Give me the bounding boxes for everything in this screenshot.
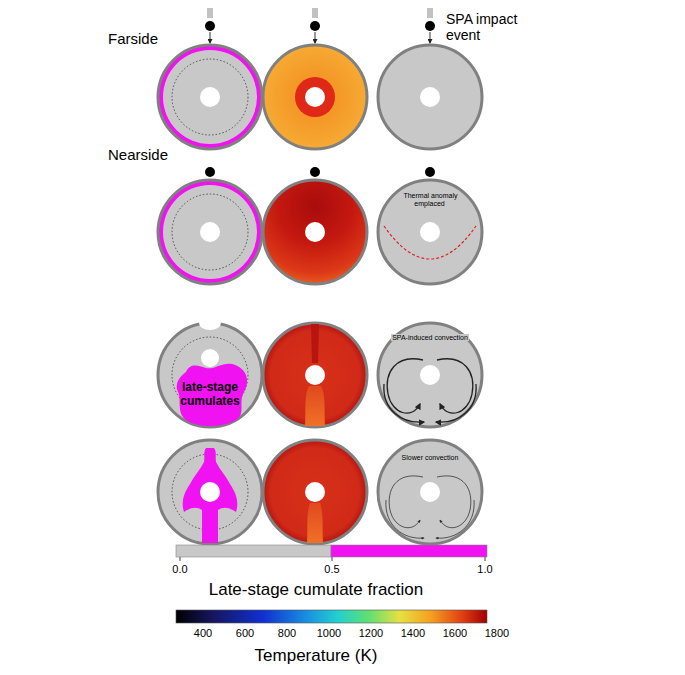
moon-cross-section — [158, 440, 482, 544]
side-label: Nearside — [108, 146, 168, 163]
side-label: Farside — [108, 30, 158, 47]
cross-section-region: Slower convection — [378, 440, 482, 544]
tick-label: 0.0 — [172, 563, 187, 576]
impact-label: SPA impact event — [446, 11, 542, 43]
tick-label: 1.0 — [477, 563, 492, 576]
cumulate-fraction-bar — [176, 545, 487, 561]
tick-label: 1200 — [359, 627, 383, 640]
tick-label: 1000 — [317, 627, 341, 640]
temperature-colorbar — [176, 610, 487, 623]
tick-label: 400 — [194, 627, 212, 640]
region-label: Thermal anomaly emplaced — [398, 192, 462, 208]
tick-label: 600 — [236, 627, 254, 640]
tick-label: 0.5 — [324, 563, 339, 576]
bar-title: Temperature (K) — [255, 646, 378, 666]
tick-label: 1600 — [443, 627, 467, 640]
region-label: Slower convection — [390, 454, 470, 462]
region-label: late-stage cumulates — [170, 381, 250, 409]
moon-cross-section — [158, 45, 482, 149]
tick-label: 800 — [278, 627, 296, 640]
impact-arrow — [210, 32, 430, 43]
moon-cross-section — [158, 180, 482, 284]
region-label: SPA-induced convection — [390, 334, 470, 342]
cross-section-region: Thermal anomaly emplaced — [378, 180, 482, 284]
cross-section-region: SPA-induced convection — [378, 323, 482, 427]
moon-cross-section — [158, 316, 482, 427]
tick-label: 1400 — [401, 627, 425, 640]
impactor — [208, 8, 432, 18]
bar-title: Late-stage cumulate fraction — [209, 580, 424, 600]
cross-section-region: late-stage cumulates — [158, 323, 262, 427]
tick-label: 1800 — [485, 627, 509, 640]
